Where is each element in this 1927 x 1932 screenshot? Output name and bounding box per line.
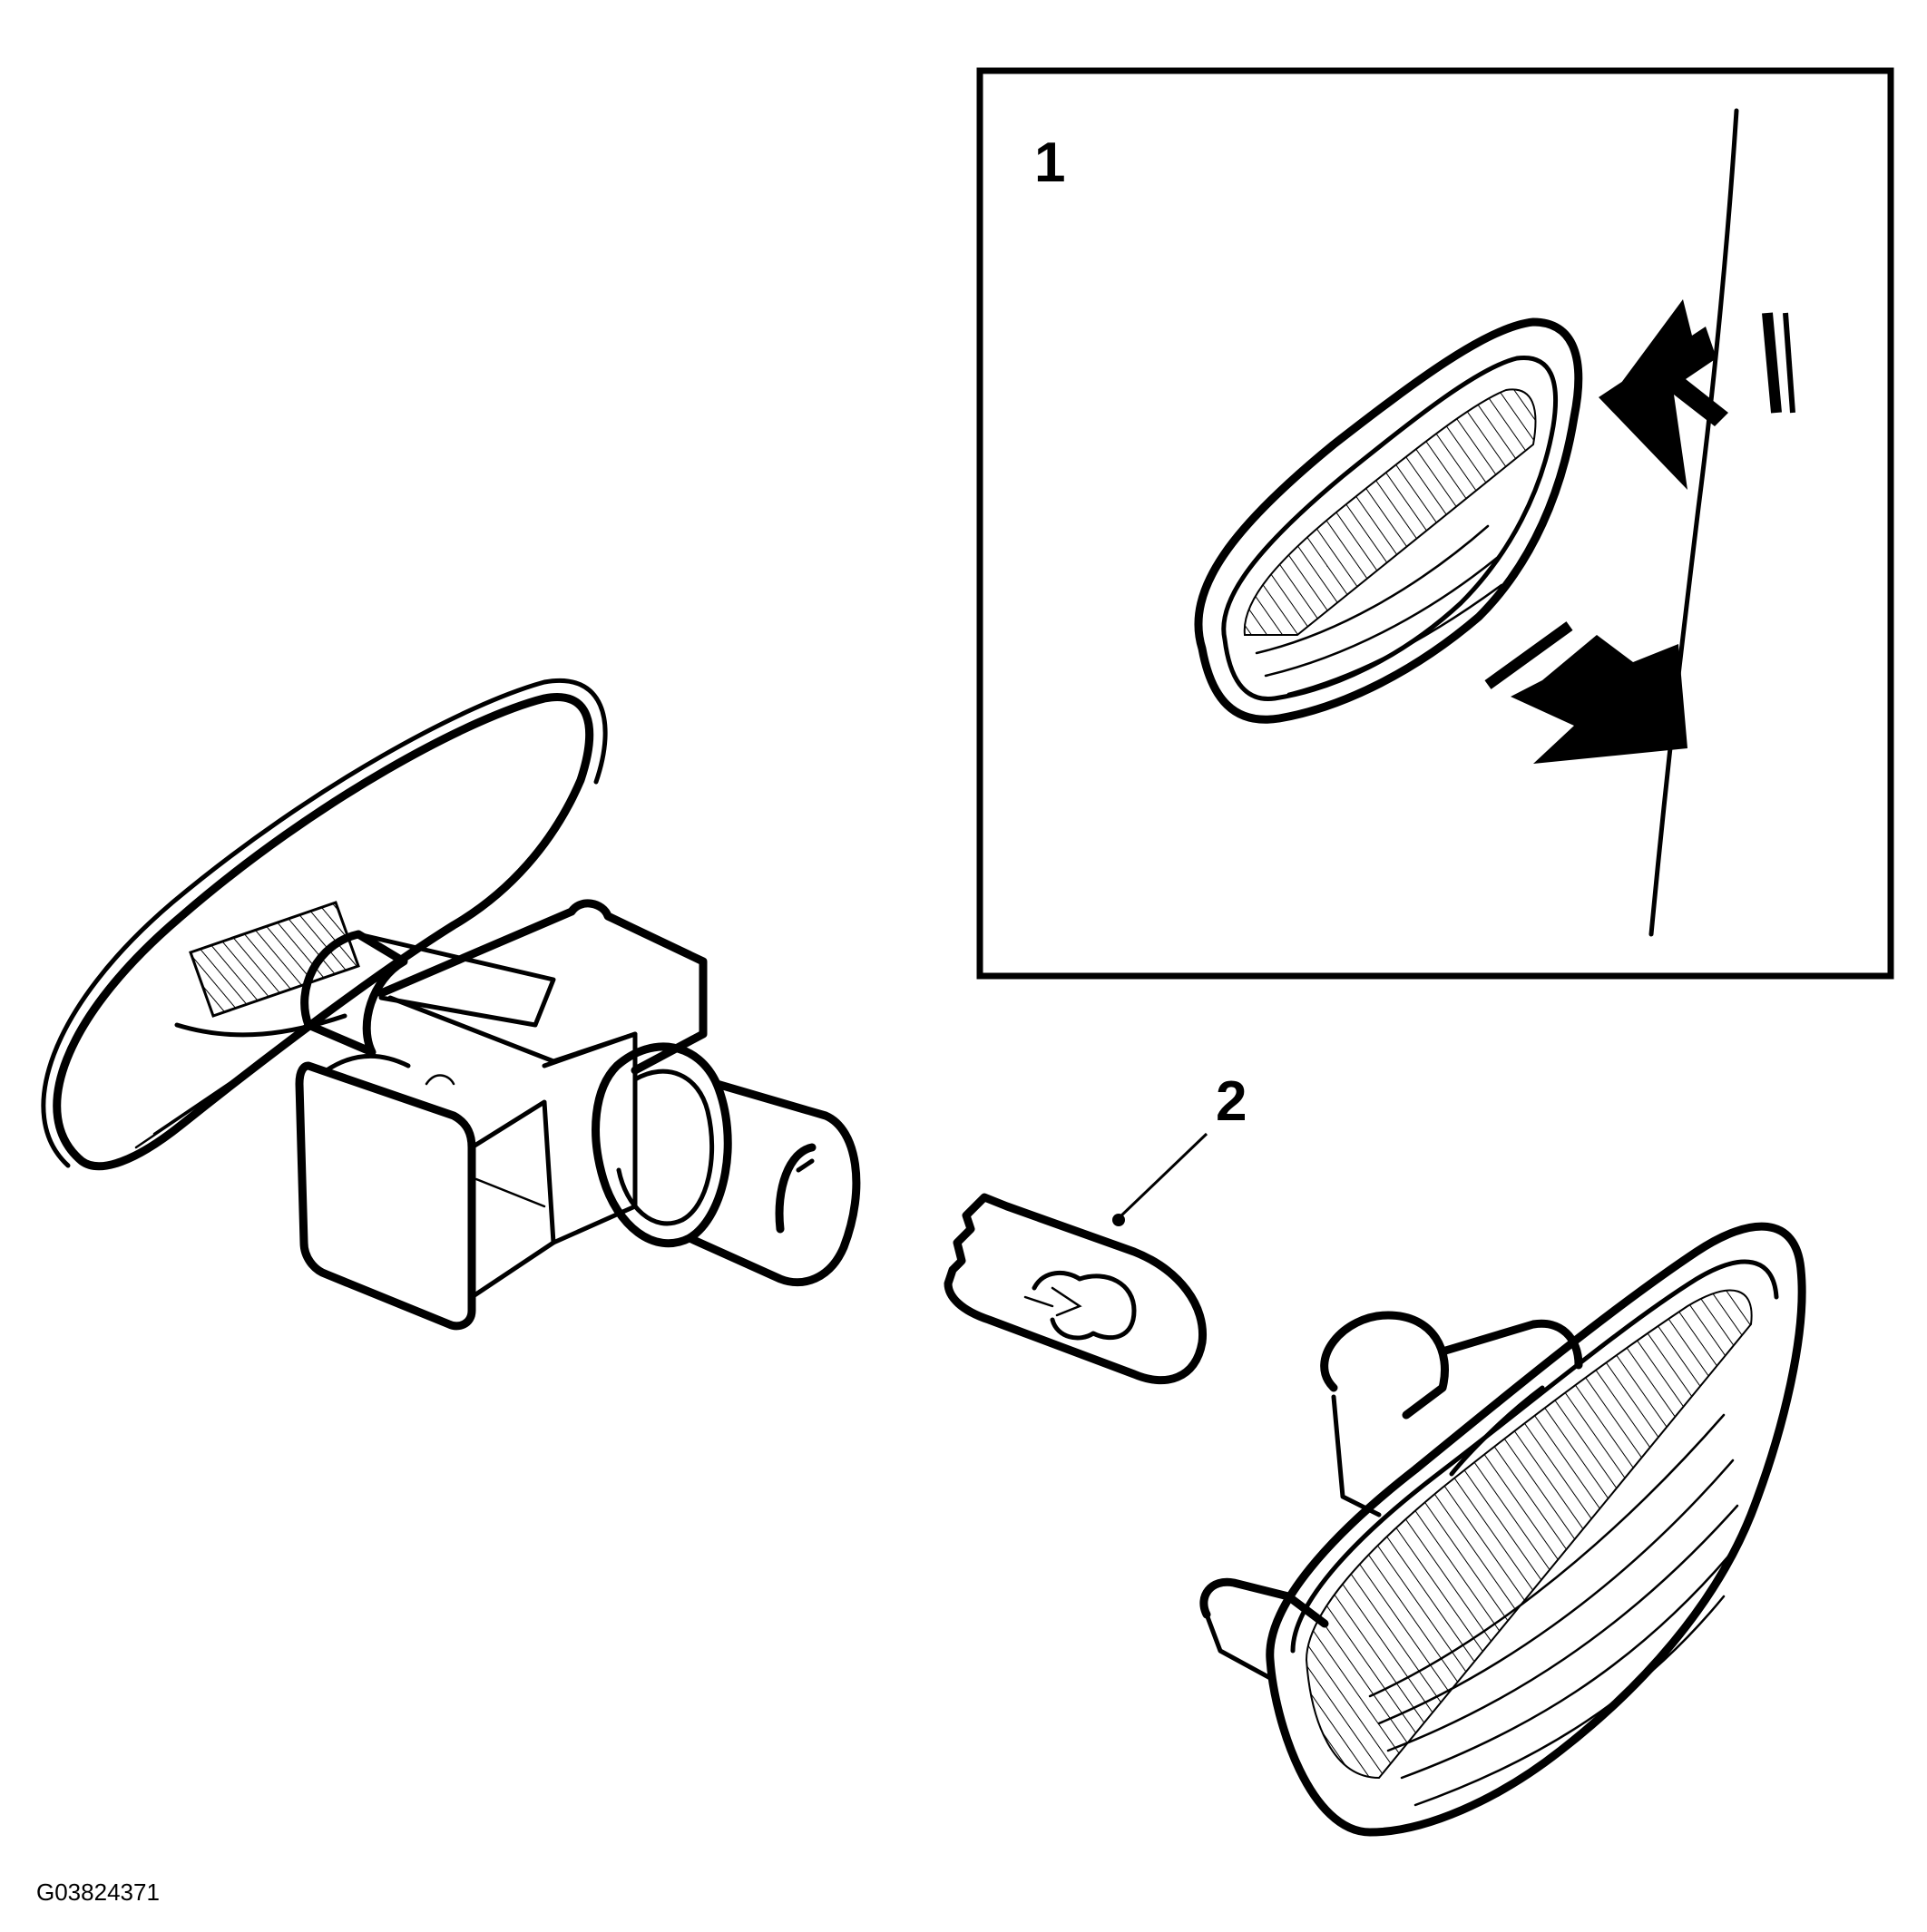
callout-1-label: 1 — [1034, 132, 1065, 194]
wedge-bulb — [944, 1193, 1208, 1385]
inset-push-arrow — [1599, 299, 1795, 490]
callout-2-leader — [1112, 1132, 1208, 1226]
inset-detail-box: 1 — [976, 67, 1894, 980]
inset-pull-arrow — [1484, 621, 1687, 764]
inset-lamp-lens — [1194, 317, 1583, 724]
side-marker-lamp — [1199, 1222, 1806, 1837]
lamp-socket — [295, 899, 861, 1331]
callout-2-label: 2 — [1216, 1070, 1247, 1133]
figure-id-label: G03824371 — [36, 1878, 160, 1906]
wiring-harness — [41, 678, 608, 1171]
